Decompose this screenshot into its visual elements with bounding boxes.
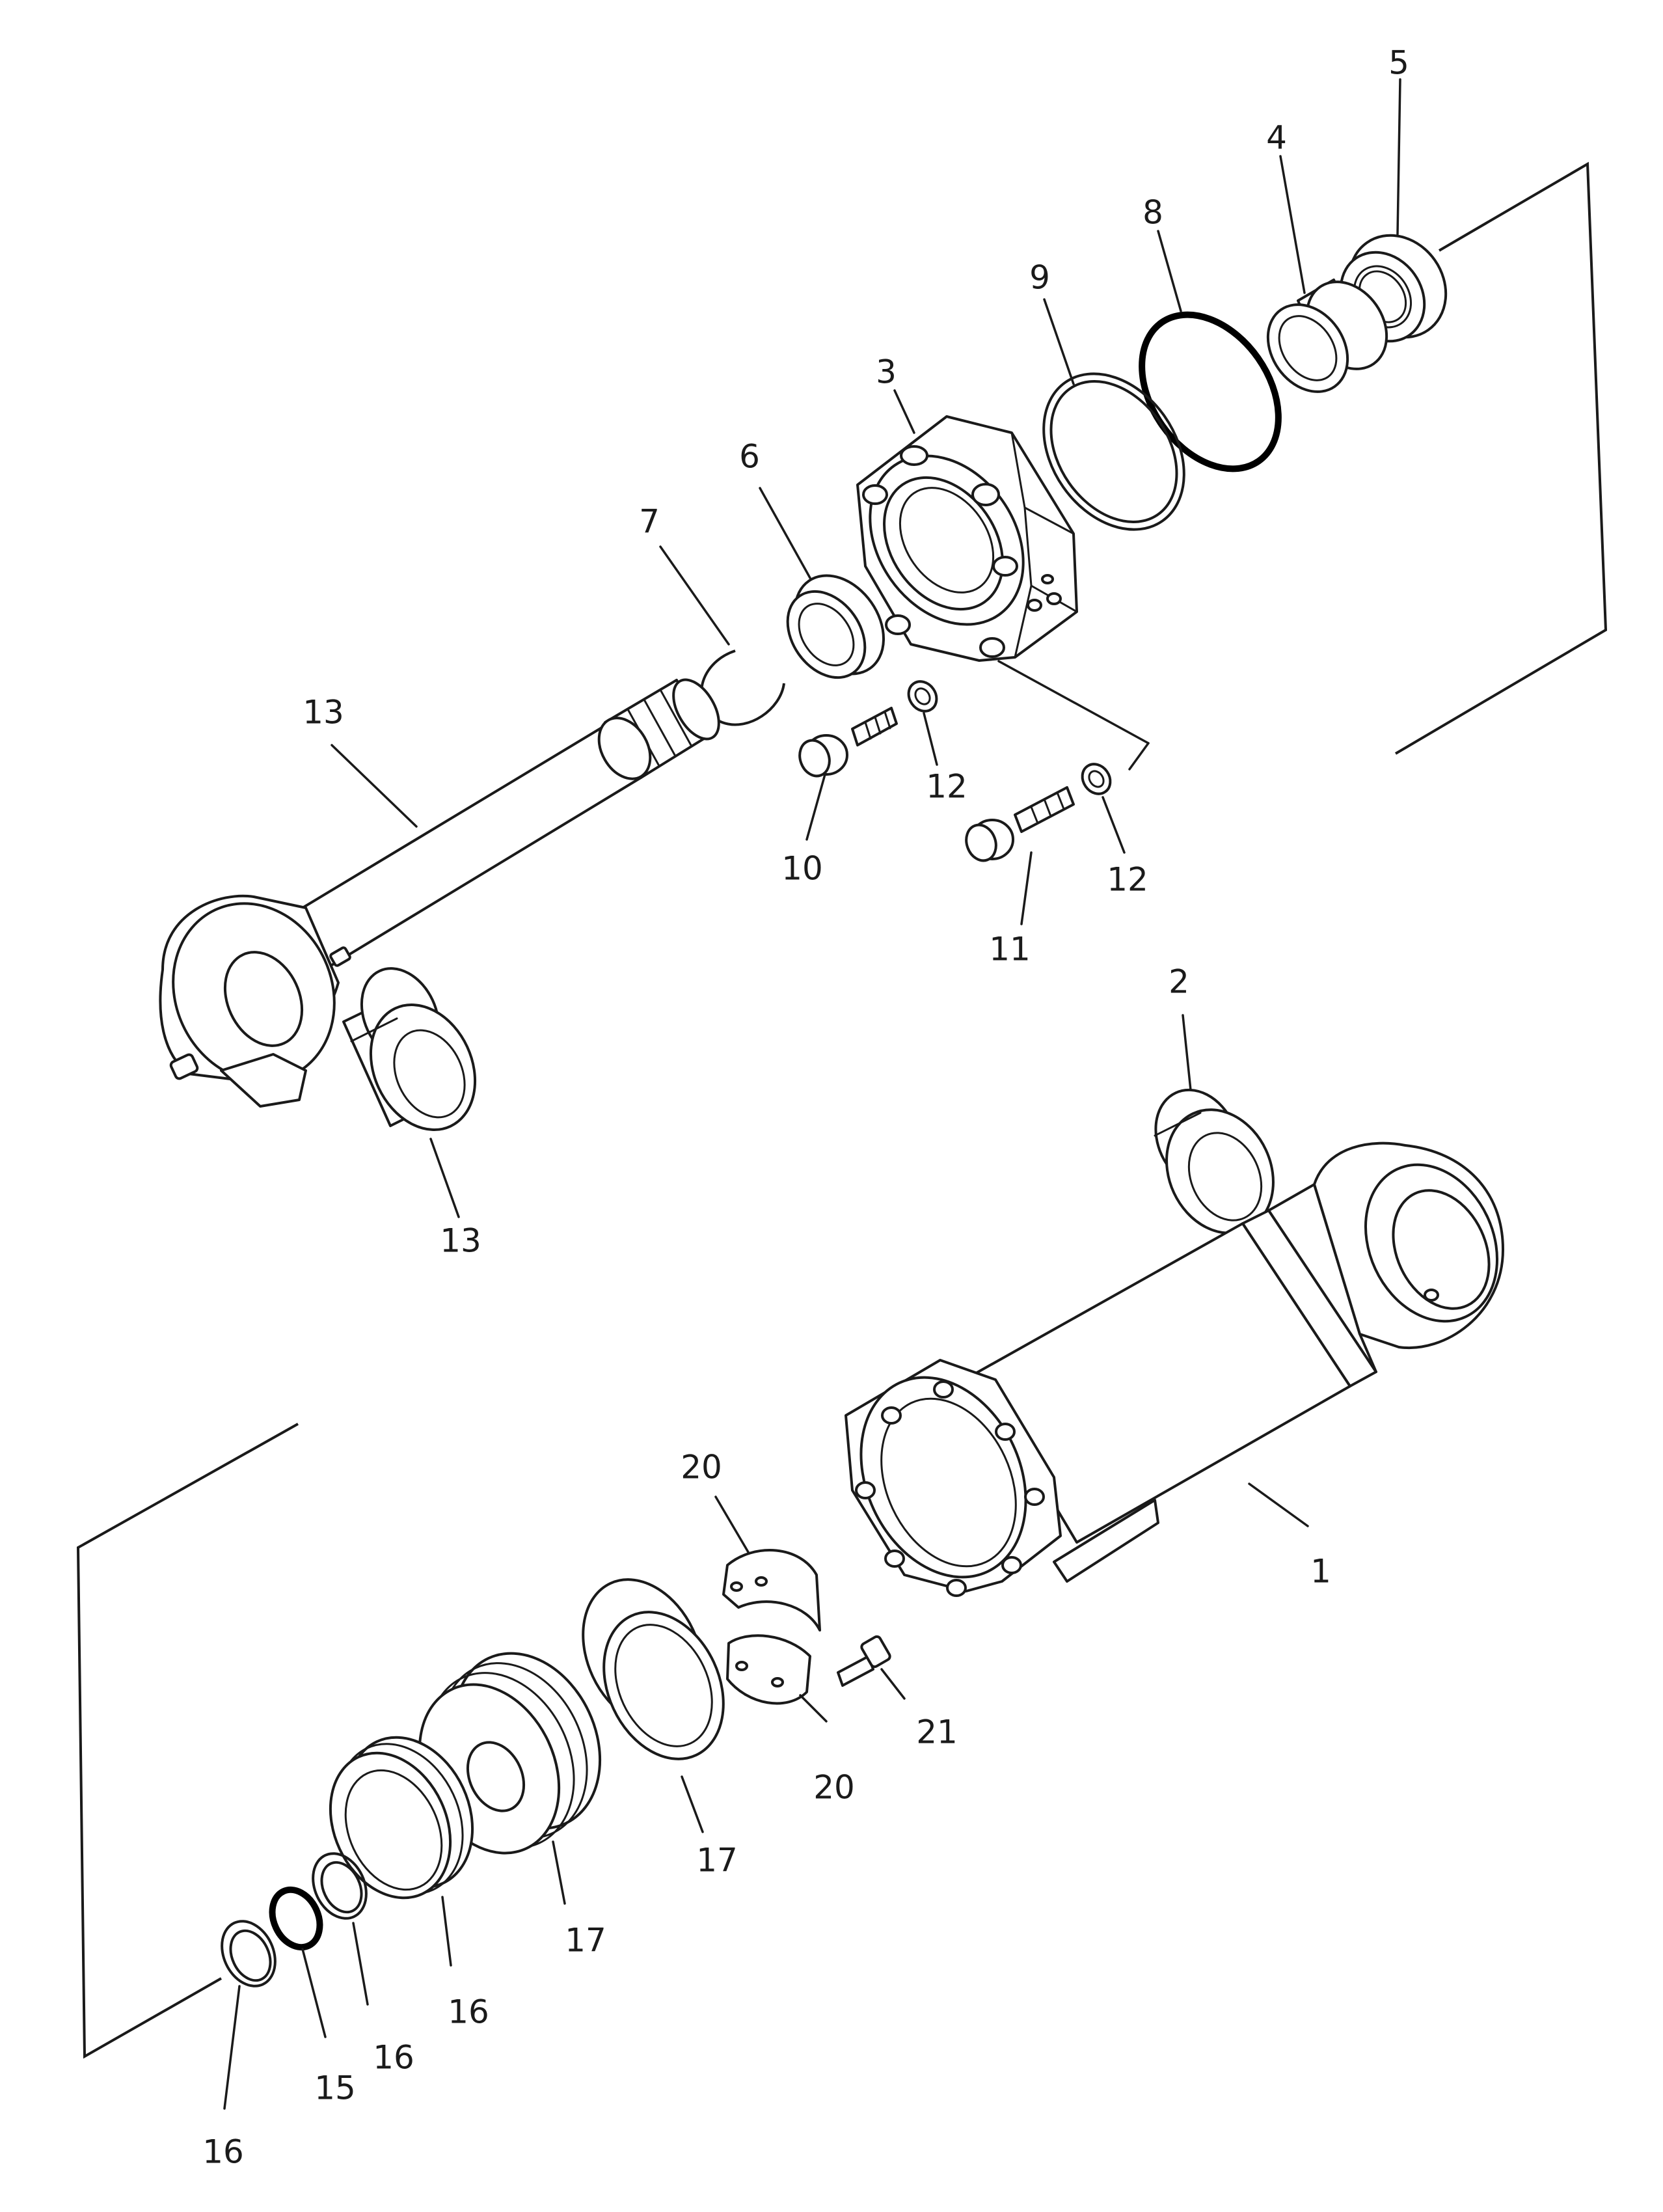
callout-2: 2 xyxy=(1169,963,1189,1001)
callout-6: 6 xyxy=(739,438,760,476)
leader-lines xyxy=(223,78,1401,2110)
callout-17: 17 xyxy=(565,1922,606,1959)
callout-4: 4 xyxy=(1266,119,1287,157)
part-12-washer-b xyxy=(1081,763,1112,795)
callout-11: 11 xyxy=(989,931,1031,968)
callout-12-b: 12 xyxy=(1107,861,1148,899)
part-20-split-ring-lower xyxy=(726,1634,811,1705)
callout-9: 9 xyxy=(1029,259,1050,297)
part-10-bolt xyxy=(798,707,898,778)
part-1-cylinder-tube xyxy=(845,1141,1504,1597)
part-16-ring-lower xyxy=(221,1920,277,1987)
part-16-ring-upper xyxy=(312,1852,368,1920)
part-18-seal xyxy=(329,1736,474,1900)
callout-3: 3 xyxy=(876,353,897,391)
callout-16-b: 16 xyxy=(202,2133,244,2171)
callout-15: 15 xyxy=(314,2069,356,2107)
part-9-backup-ring xyxy=(1042,372,1185,531)
part-14-bushing xyxy=(342,967,477,1132)
callout-numbers: 5 4 8 9 3 6 7 13 12 10 12 11 2 13 1 20 2… xyxy=(202,44,1409,2171)
callout-8: 8 xyxy=(1142,194,1163,232)
part-11-bolt xyxy=(965,786,1075,862)
callout-7: 7 xyxy=(639,503,660,541)
upper-frame-lines xyxy=(997,161,1608,771)
callout-13: 13 xyxy=(303,694,344,731)
part-6-seal xyxy=(786,574,886,679)
part-3-cylinder-head xyxy=(856,415,1078,662)
callout-12-a: 12 xyxy=(926,768,967,806)
part-15-o-ring xyxy=(269,1886,323,1951)
part-7-snap-ring xyxy=(699,649,785,726)
part-21-screw xyxy=(837,1635,891,1687)
part-19-wear-ring xyxy=(582,1578,725,1760)
lower-frame-lines xyxy=(76,1423,299,2059)
callout-1: 1 xyxy=(1310,1553,1331,1591)
callout-21: 21 xyxy=(916,1714,958,1751)
callout-14: 13 xyxy=(440,1222,481,1260)
part-4-bushing xyxy=(1266,279,1388,393)
callout-5: 5 xyxy=(1388,44,1409,82)
part-13-piston-rod xyxy=(159,678,720,1108)
callout-20-b: 20 xyxy=(813,1769,855,1807)
callout-10: 10 xyxy=(781,850,823,888)
callout-16-a: 16 xyxy=(373,2039,414,2077)
callout-18: 16 xyxy=(448,1993,489,2031)
part-2-bushing xyxy=(1154,1088,1275,1235)
part-20-split-ring-upper xyxy=(722,1549,821,1632)
callout-20-a: 20 xyxy=(681,1449,722,1486)
callout-19: 17 xyxy=(696,1842,738,1879)
part-12-washer-a xyxy=(907,680,938,713)
part-17-piston xyxy=(418,1652,602,1855)
